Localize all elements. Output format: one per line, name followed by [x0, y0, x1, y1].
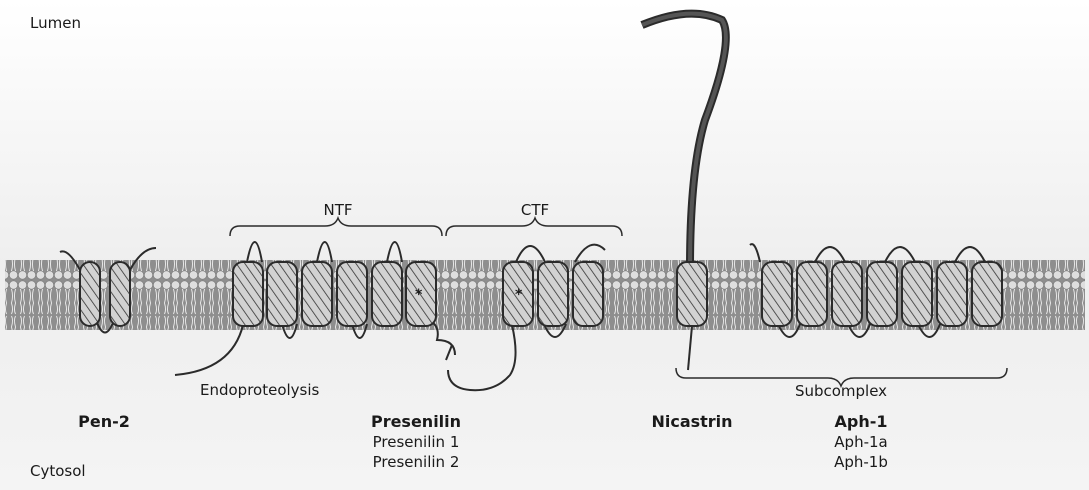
presenilin-name: Presenilin	[371, 412, 461, 431]
ctf-label: CTF	[521, 201, 549, 219]
nicastrin-name: Nicastrin	[651, 412, 732, 431]
ntf-label: NTF	[323, 201, 352, 219]
presenilin-variant: Presenilin 1	[373, 433, 460, 451]
ctf-asterisk: *	[515, 287, 522, 303]
lumen-label: Lumen	[30, 14, 81, 32]
endoproteolysis-label: Endoproteolysis	[200, 381, 319, 399]
pen2-name: Pen-2	[78, 412, 130, 431]
subcomplex-label: Subcomplex	[795, 382, 887, 400]
presenilin-variant: Presenilin 2	[373, 453, 460, 471]
ntf-asterisk: *	[415, 287, 422, 303]
aph1-name: Aph-1	[835, 412, 888, 431]
aph1-variant: Aph-1a	[834, 433, 887, 451]
aph1-variant: Aph-1b	[834, 453, 888, 471]
cytosol-label: Cytosol	[30, 462, 86, 480]
